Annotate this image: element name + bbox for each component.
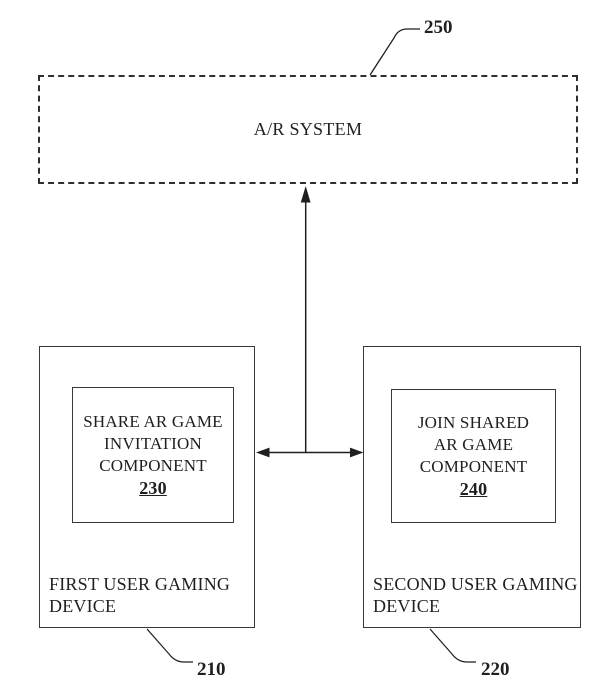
ref-230-label: 230: [139, 478, 167, 498]
join-component-line-2: AR GAME: [433, 435, 514, 454]
ar-system-box: A/R SYSTEM: [38, 75, 578, 184]
join-component-box: JOIN SHARED AR GAME COMPONENT 240: [391, 389, 556, 523]
share-component-line-1: SHARE AR GAME: [83, 412, 223, 431]
devices-connector-arrow: [256, 447, 364, 458]
left-arrowhead-icon: [256, 447, 270, 458]
ref-220-label: 220: [481, 659, 510, 680]
ref-210-leader-line: [146, 628, 193, 663]
second-device-label: SECOND USER GAMING DEVICE: [373, 574, 578, 616]
first-device-box: SHARE AR GAME INVITATION COMPONENT 230 F…: [39, 346, 255, 628]
second-device-box: JOIN SHARED AR GAME COMPONENT 240 SECOND…: [363, 346, 581, 628]
right-arrowhead-icon: [350, 447, 364, 458]
share-component-line-2: INVITATION: [104, 434, 202, 453]
join-component-line-3: COMPONENT: [419, 457, 528, 476]
ar-system-label: A/R SYSTEM: [253, 119, 363, 139]
system-connector-arrow: [300, 186, 311, 453]
share-component-box: SHARE AR GAME INVITATION COMPONENT 230: [72, 387, 234, 523]
ref-210-label: 210: [197, 659, 226, 680]
ref-250-label: 250: [424, 17, 453, 38]
ref-250-leader-line: [369, 28, 420, 76]
first-device-label: FIRST USER GAMING DEVICE: [49, 574, 231, 616]
share-component-line-3: COMPONENT: [99, 456, 207, 475]
join-component-line-1: JOIN SHARED: [417, 413, 530, 432]
up-arrowhead-icon: [300, 186, 311, 203]
ref-220-leader-line: [429, 628, 476, 663]
ref-240-label: 240: [459, 479, 488, 499]
